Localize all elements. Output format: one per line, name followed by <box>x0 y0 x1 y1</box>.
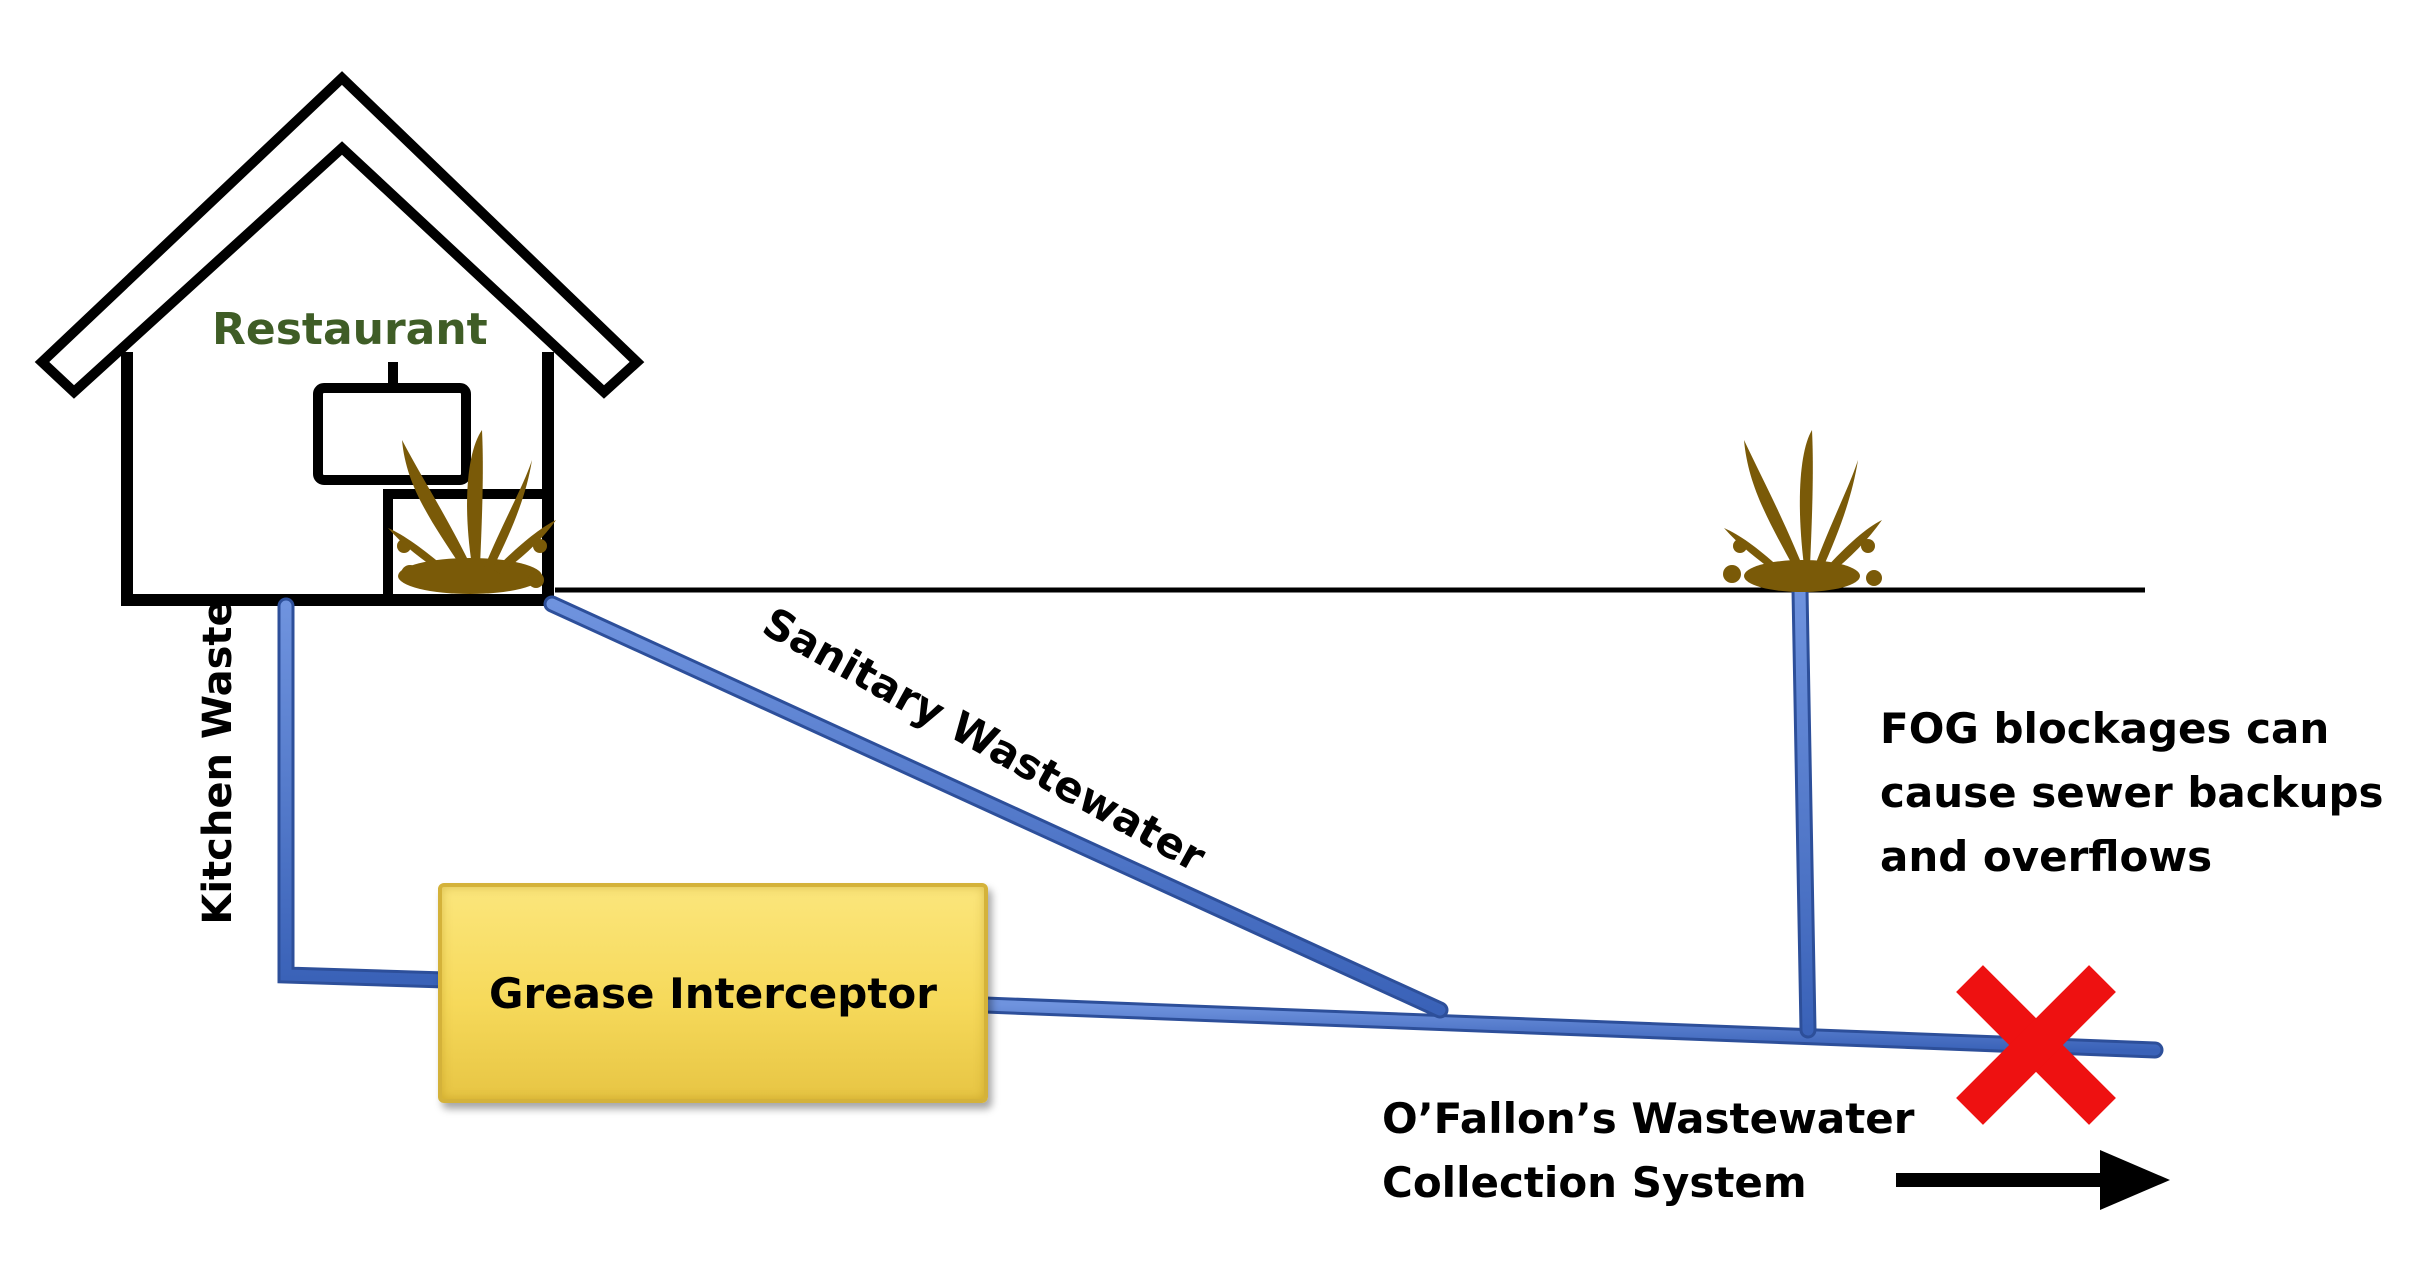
grease-interceptor-label: Grease Interceptor <box>488 968 937 1018</box>
collection-system-label: O’Fallon’s Wastewater Collection System <box>1382 1087 1915 1215</box>
red-x-icon <box>1956 965 2116 1125</box>
sign-board <box>313 383 471 485</box>
fog-line-1: FOG blockages can <box>1880 704 2330 753</box>
restaurant-label: Restaurant <box>212 304 488 355</box>
arrow-right-icon <box>1896 1150 2170 1210</box>
splash-icon <box>388 430 556 594</box>
house-walls <box>121 352 554 606</box>
house-partition <box>383 489 548 600</box>
collection-line-1: O’Fallon’s Wastewater <box>1382 1094 1915 1143</box>
grease-interceptor-box: Grease Interceptor <box>438 883 988 1103</box>
splash-icon <box>1723 430 1882 592</box>
pipes <box>277 581 2164 1059</box>
collection-line-2: Collection System <box>1382 1158 1807 1207</box>
fog-line-2: cause sewer backups <box>1880 768 2384 817</box>
fog-line-3: and overflows <box>1880 832 2213 881</box>
kitchen-waste-pipe <box>277 597 454 989</box>
fog-warning-text: FOG blockages can cause sewer backups an… <box>1880 697 2400 889</box>
house-roof-outer <box>34 71 645 399</box>
kitchen-waste-label: Kitchen Waste <box>195 599 241 925</box>
